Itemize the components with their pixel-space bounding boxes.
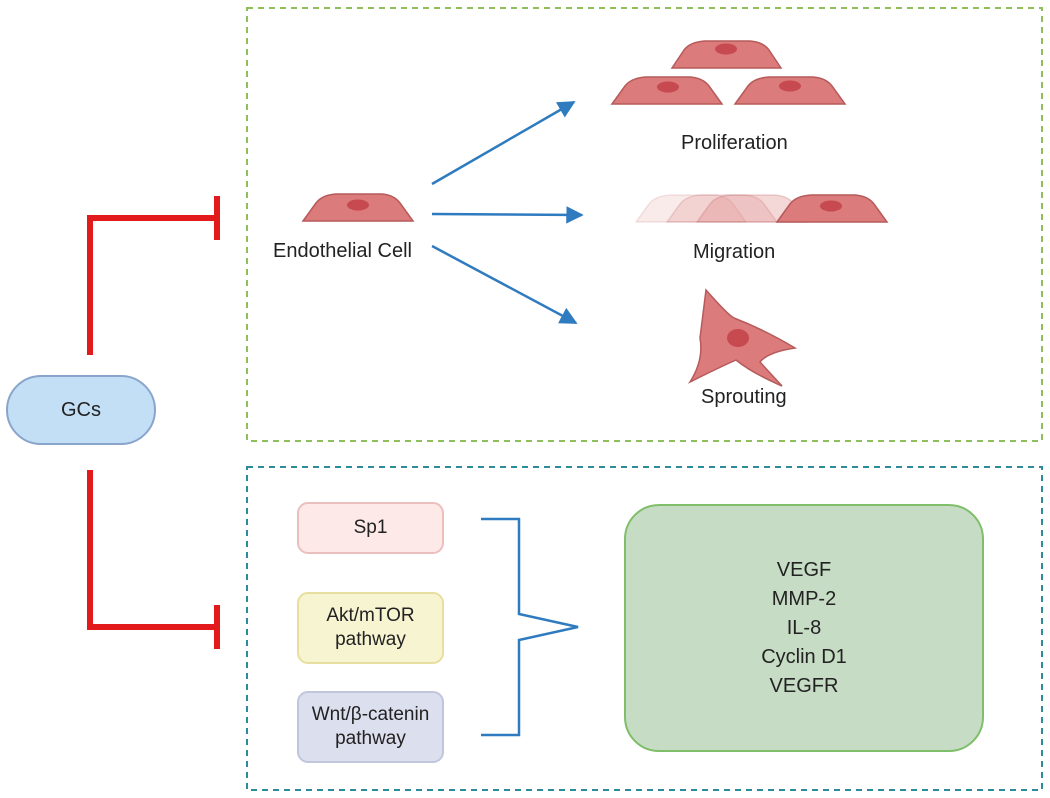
pathway-label-akt-mtor: Akt/mTOR pathway [326,605,415,650]
targets-list: VEGF MMP-2 IL-8 Cyclin D1 VEGFR [625,505,983,751]
inhibition-line-bottom [87,470,217,630]
pathway-box-sp1 [297,502,444,554]
arrow-to-sprouting [431,244,578,325]
gcs-pill [6,375,156,445]
target-il8: IL-8 [786,616,822,639]
bottom-panel-border [246,466,1043,791]
arrow-to-migration [431,206,584,224]
pathway-label-sp1: Sp1 [353,517,388,538]
top-panel-border [246,7,1043,442]
proliferation-cells-icon [610,40,847,105]
endothelial-cell-label: Endothelial Cell [273,240,412,262]
target-cyclin-d1: Cyclin D1 [761,645,847,668]
outcome-label-sprouting: Sprouting [701,386,787,408]
target-vegfr: VEGFR [769,674,839,697]
targets-box [624,504,984,752]
gcs-label: GCs [61,399,101,421]
outcome-label-migration: Migration [693,241,776,263]
target-mmp2: MMP-2 [771,587,837,610]
target-vegf: VEGF [776,558,832,581]
migration-cells-icon [634,194,889,223]
sprouting-cell-icon [687,288,798,387]
outcome-label-proliferation: Proliferation [681,132,788,154]
endothelial-cell-icon [301,193,415,222]
pathway-box-wnt [297,691,444,763]
arrow-to-proliferation [431,100,576,186]
inhibition-line-top [87,215,217,355]
convergence-bracket [481,517,579,737]
pathway-box-akt-mtor [297,592,444,664]
pathway-label-wnt: Wnt/β-catenin pathway [311,704,430,749]
